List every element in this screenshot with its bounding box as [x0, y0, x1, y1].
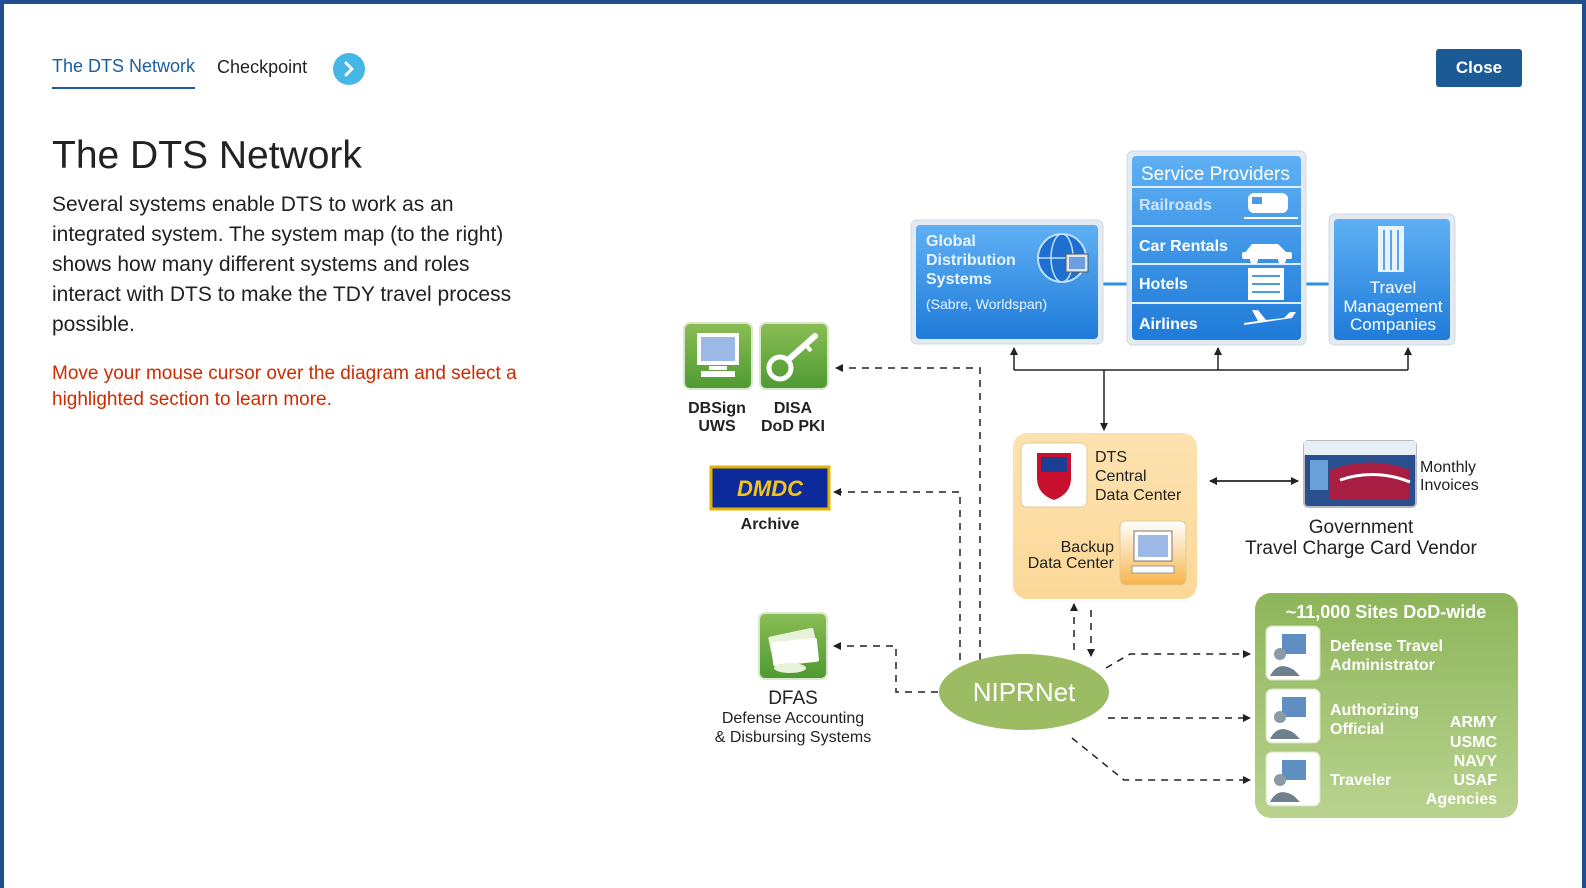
- sites-title: ~11,000 Sites DoD-wide: [1286, 602, 1487, 622]
- tmc-box[interactable]: Travel Management Companies: [1328, 213, 1456, 346]
- person-computer-icon: [1265, 688, 1321, 744]
- provider-hotels: Hotels: [1139, 276, 1188, 293]
- globe-icon: [1037, 233, 1089, 283]
- branch-navy: NAVY: [1454, 753, 1498, 770]
- service-providers-title: Service Providers: [1141, 164, 1290, 185]
- monitor-icon: [697, 333, 739, 377]
- gds-line1: Global: [926, 233, 976, 250]
- dbsign-line1: DBSign: [688, 400, 746, 417]
- dmdc-label: Archive: [741, 516, 800, 533]
- backup-line1: Backup: [1061, 539, 1114, 556]
- tmc-line2: Management: [1343, 297, 1443, 316]
- monitor-icon: [1119, 520, 1187, 586]
- dmdc-logo: DMDC: [737, 476, 804, 501]
- niprnet-label: NIPRNet: [973, 677, 1076, 707]
- disa-line1: DISA: [774, 400, 813, 417]
- page-title: The DTS Network: [52, 134, 362, 177]
- tab-checkpoint[interactable]: Checkpoint: [217, 57, 308, 77]
- disa-line2: DoD PKI: [761, 418, 825, 435]
- provider-airlines: Airlines: [1139, 316, 1198, 333]
- dbsign-uws[interactable]: DBSign UWS: [683, 322, 753, 435]
- gds-line2: Distribution: [926, 252, 1016, 269]
- dts-central-line1: DTS: [1095, 449, 1127, 466]
- ao-line1: Authorizing: [1330, 702, 1419, 719]
- car-icon: [1242, 244, 1292, 264]
- dts-central-line3: Data Center: [1095, 487, 1182, 504]
- shield-icon: [1020, 442, 1088, 508]
- dod-sites[interactable]: ~11,000 Sites DoD-wide Defense Travel Ad…: [1255, 593, 1518, 818]
- branch-usmc: USMC: [1450, 734, 1498, 751]
- traveler-label: Traveler: [1330, 772, 1391, 789]
- branch-usaf: USAF: [1453, 772, 1497, 789]
- disa-dod-pki[interactable]: DISA DoD PKI: [759, 322, 829, 435]
- invoice-line1: Monthly: [1420, 459, 1476, 476]
- person-computer-icon: [1265, 625, 1321, 681]
- gds-line3: Systems: [926, 271, 992, 288]
- provider-railroads: Railroads: [1139, 197, 1212, 214]
- next-button[interactable]: [333, 52, 366, 85]
- gds-sub: (Sabre, Worldspan): [926, 296, 1047, 312]
- tmc-line1: Travel: [1370, 278, 1417, 297]
- building-icon: [1248, 268, 1284, 300]
- close-button[interactable]: Close: [1436, 49, 1522, 87]
- dmdc-archive[interactable]: DMDC Archive: [709, 465, 831, 533]
- dts-central-line2: Central: [1095, 468, 1147, 485]
- branch-army: ARMY: [1450, 714, 1497, 731]
- niprnet[interactable]: NIPRNet: [939, 654, 1109, 730]
- money-icon: [768, 627, 819, 673]
- gtcc-line2: Travel Charge Card Vendor: [1245, 538, 1477, 559]
- provider-car-rentals: Car Rentals: [1139, 238, 1228, 255]
- gtcc-line1: Government: [1309, 517, 1414, 538]
- ao-line2: Official: [1330, 721, 1384, 738]
- dta-line1: Defense Travel: [1330, 638, 1443, 655]
- dfas-line2: Defense Accounting: [722, 710, 864, 727]
- branch-agencies: Agencies: [1426, 791, 1497, 808]
- gds-box[interactable]: Global Distribution Systems (Sabre, Worl…: [910, 219, 1104, 345]
- credit-card-icon: [1303, 440, 1417, 508]
- tab-bar: The DTS Network Checkpoint: [52, 52, 366, 89]
- train-icon: [1244, 193, 1298, 219]
- dts-central-data-center[interactable]: DTS Central Data Center Backup Data Cent…: [1013, 433, 1197, 599]
- building-icon: [1378, 226, 1404, 272]
- instruction-text: Move your mouse cursor over the diagram …: [52, 363, 517, 410]
- dbsign-line2: UWS: [698, 418, 736, 435]
- dfas-line1: DFAS: [768, 688, 818, 709]
- tmc-line3: Companies: [1350, 315, 1436, 334]
- gtcc-vendor[interactable]: Monthly Invoices Government Travel Charg…: [1245, 440, 1479, 559]
- service-providers-box[interactable]: Service Providers Railroads Car Rentals …: [1126, 150, 1307, 346]
- invoice-line2: Invoices: [1420, 477, 1479, 494]
- intro-text: Several systems enable DTS to work as an…: [52, 193, 512, 336]
- tab-dts-network[interactable]: The DTS Network: [52, 56, 196, 89]
- person-computer-icon: [1265, 751, 1321, 807]
- dta-line2: Administrator: [1330, 657, 1435, 674]
- airplane-icon: [1244, 310, 1296, 325]
- connectors: [833, 282, 1412, 784]
- backup-line2: Data Center: [1028, 555, 1115, 572]
- chevron-right-icon: [344, 61, 354, 76]
- dfas-line3: & Disbursing Systems: [715, 729, 872, 746]
- key-icon: [766, 333, 818, 382]
- dfas[interactable]: DFAS Defense Accounting & Disbursing Sys…: [715, 612, 872, 746]
